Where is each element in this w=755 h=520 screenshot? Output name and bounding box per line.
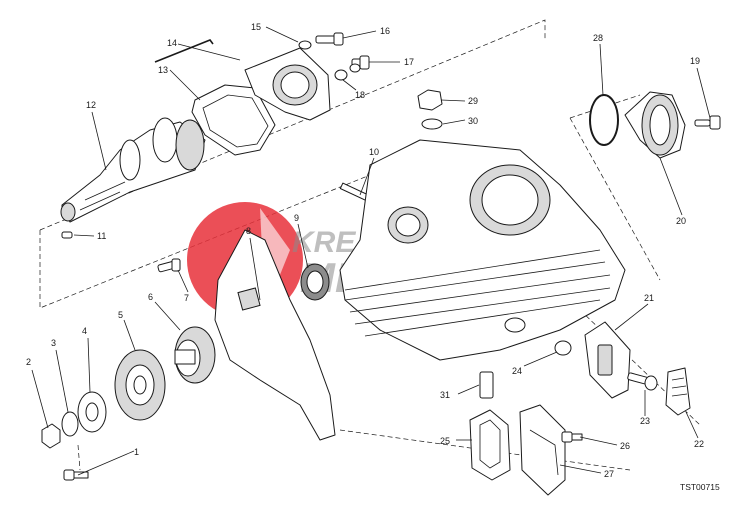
label-1: 1 (134, 447, 139, 457)
label-6: 6 (148, 292, 153, 302)
label-29: 29 (468, 96, 478, 106)
bolt-19 (694, 115, 721, 130)
dowel-pin (61, 231, 73, 239)
label-12: 12 (86, 100, 96, 110)
label-24: 24 (512, 366, 522, 376)
label-21: 21 (644, 293, 654, 303)
nut-29 (417, 89, 443, 111)
camshaft (60, 117, 206, 223)
label-4: 4 (82, 326, 87, 336)
timing-pulley (114, 349, 166, 421)
o-ring (589, 94, 619, 146)
washer-15 (298, 40, 312, 50)
label-19: 19 (690, 56, 700, 66)
label-7: 7 (184, 293, 189, 303)
ring-3 (61, 411, 79, 437)
washer-18 (334, 69, 348, 81)
bolt-16 (315, 32, 344, 46)
label-25: 25 (440, 436, 450, 446)
nut-2 (41, 423, 61, 449)
label-20: 20 (676, 216, 686, 226)
leader-lines (31, 26, 711, 476)
label-5: 5 (118, 310, 123, 320)
label-28: 28 (593, 33, 603, 43)
label-9: 9 (294, 213, 299, 223)
label-3: 3 (51, 338, 56, 348)
cover-27 (519, 404, 566, 496)
label-23: 23 (640, 416, 650, 426)
bolt-26 (561, 431, 583, 443)
pulley-hub (174, 326, 216, 384)
label-22: 22 (694, 439, 704, 449)
cam-cover (244, 47, 331, 121)
label-31: 31 (440, 390, 450, 400)
label-8: 8 (246, 226, 251, 236)
sleeve-31 (479, 371, 494, 399)
screw-7 (157, 258, 181, 273)
label-27: 27 (604, 469, 614, 479)
label-10: 10 (369, 147, 379, 157)
label-18: 18 (355, 90, 365, 100)
wire (154, 39, 214, 63)
label-17: 17 (404, 57, 414, 67)
label-15: 15 (251, 22, 261, 32)
label-2: 2 (26, 357, 31, 367)
spark-cap (624, 91, 686, 159)
cylinder-head (339, 139, 626, 361)
bolt-23 (627, 372, 658, 391)
part-number-labels: 1 2 3 4 5 6 7 8 9 10 11 12 13 14 15 16 1… (26, 22, 704, 479)
label-16: 16 (380, 26, 390, 36)
bolt-1 (63, 469, 89, 481)
belt-cover (214, 229, 336, 441)
connector-22 (665, 367, 691, 416)
label-14: 14 (167, 38, 177, 48)
reference-code: TST00715 (680, 482, 720, 492)
washer-30 (421, 118, 443, 130)
label-13: 13 (158, 65, 168, 75)
label-30: 30 (468, 116, 478, 126)
label-26: 26 (620, 441, 630, 451)
label-11: 11 (97, 231, 106, 241)
gasket-24 (554, 340, 572, 356)
